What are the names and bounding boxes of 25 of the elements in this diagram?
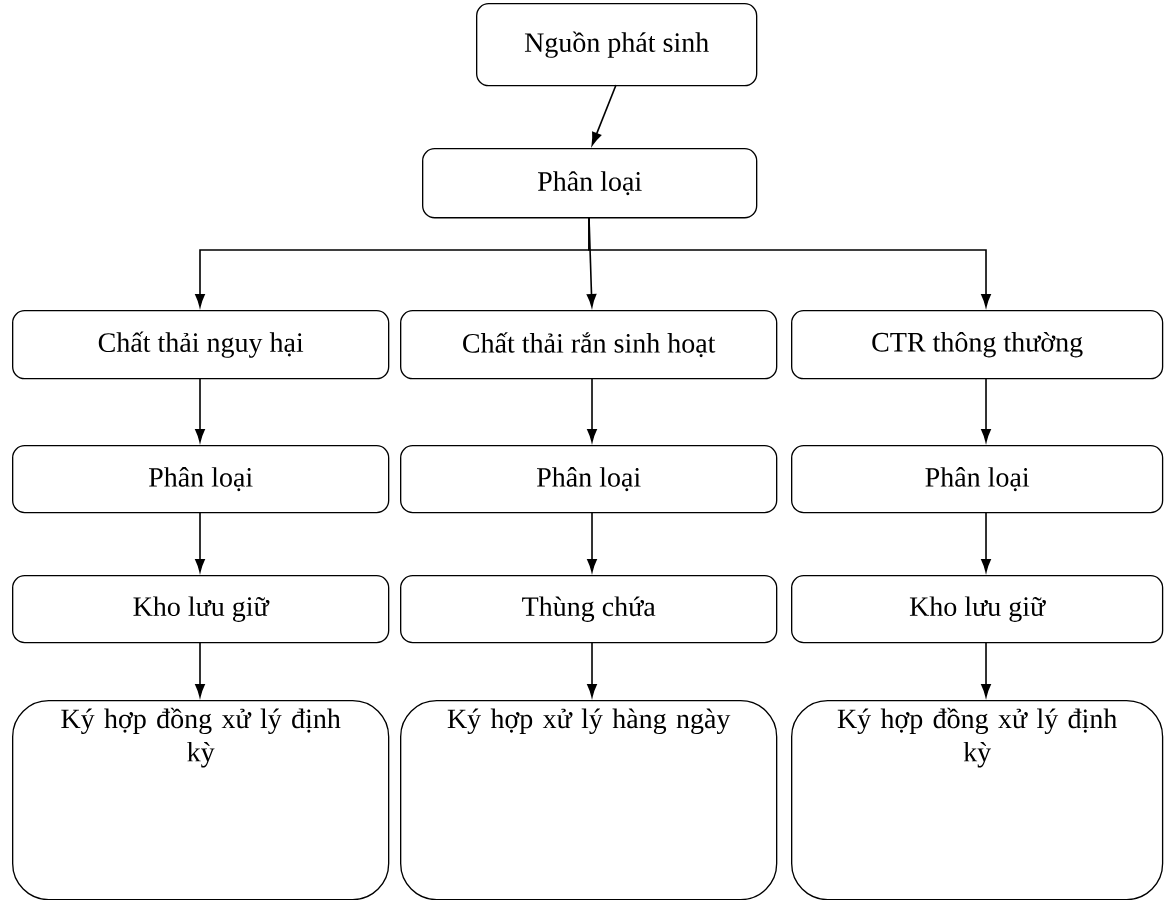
process-box: CTR thông thường (791, 310, 1164, 380)
process-box: Chất thải nguy hại (12, 310, 390, 380)
arrow (195, 511, 205, 573)
process-box: Phân loại (422, 148, 758, 219)
arrow (981, 511, 991, 573)
process-box: Phân loại (791, 445, 1164, 514)
arrow (587, 377, 597, 443)
process-box: Thùng chứa (400, 575, 778, 644)
arrow (587, 511, 597, 573)
process-box: Phân loại (400, 445, 778, 514)
rounded-box: Ký hợp xử lý hàng ngày (400, 700, 778, 900)
arrow (981, 641, 991, 698)
rounded-box: Ký hợp đồng xử lý định kỳ (12, 700, 390, 900)
arrow (195, 641, 205, 698)
process-box: Nguồn phát sinh (476, 3, 758, 87)
arrow (588, 216, 991, 308)
process-box: Kho lưu giữ (12, 575, 390, 644)
process-box: Kho lưu giữ (791, 575, 1164, 644)
arrow (195, 377, 205, 443)
process-box: Phân loại (12, 445, 390, 514)
process-box: Chất thải rắn sinh hoạt (400, 310, 778, 380)
arrow (587, 641, 597, 698)
arrow (591, 84, 617, 146)
arrow (981, 377, 991, 443)
rounded-box: Ký hợp đồng xử lý định kỳ (791, 700, 1164, 900)
